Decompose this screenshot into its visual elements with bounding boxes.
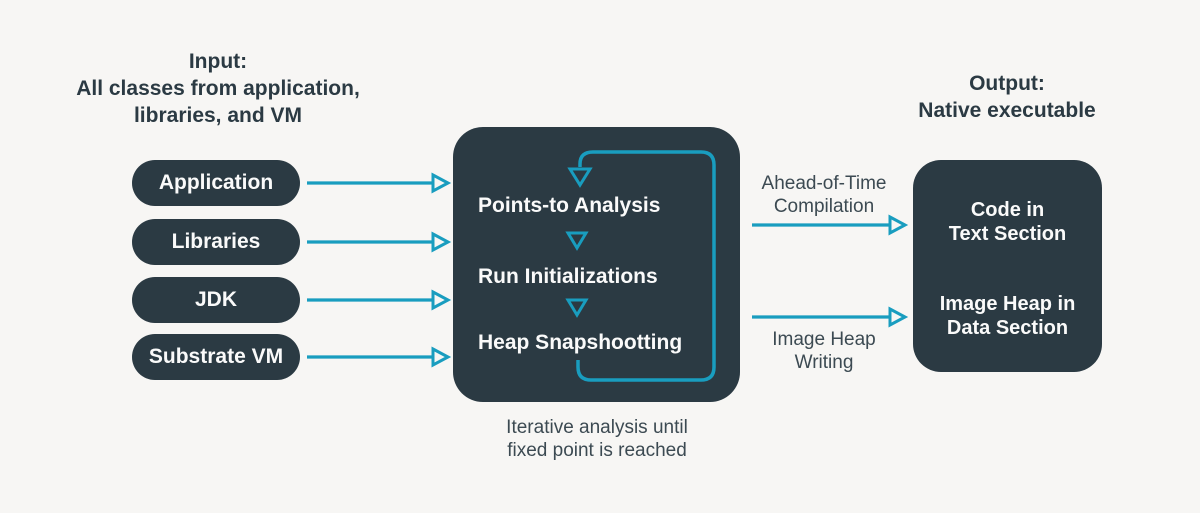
- output-heap-line1: Image Heap in: [939, 293, 1076, 315]
- arrow-application-to-analysis: [307, 172, 452, 194]
- output-code-text-section: Code in Text Section: [913, 198, 1102, 246]
- image-heap-writing-label-line2: Writing: [794, 352, 854, 373]
- analysis-step-points-to: Points-to Analysis: [478, 194, 661, 217]
- input-heading-line3: libraries, and VM: [133, 104, 303, 127]
- input-node-libraries: Libraries: [132, 219, 300, 265]
- input-node-jdk-label: JDK: [194, 288, 237, 311]
- image-heap-writing-label-line1: Image Heap: [772, 329, 876, 350]
- analysis-step-run-initializations: Run Initializations: [478, 265, 658, 288]
- output-code-line2: Text Section: [948, 223, 1067, 245]
- input-node-application: Application: [132, 160, 300, 206]
- input-node-substrate-vm-label: Substrate VM: [148, 345, 284, 368]
- arrow-substratevm-to-analysis: [307, 346, 452, 368]
- analysis-caption-line1: Iterative analysis until: [506, 417, 688, 438]
- aot-compilation-label-line1: Ahead-of-Time: [761, 173, 887, 194]
- analysis-step-heap-snapshootting: Heap Snapshootting: [478, 331, 683, 354]
- input-node-jdk: JDK: [132, 277, 300, 323]
- arrow-libraries-to-analysis: [307, 231, 452, 253]
- arrow-jdk-to-analysis: [307, 289, 452, 311]
- input-heading: Input: All classes from application, lib…: [38, 48, 398, 129]
- input-heading-line2: All classes from application,: [76, 77, 360, 100]
- output-heap-line2: Data Section: [946, 317, 1069, 339]
- output-code-line1: Code in: [970, 199, 1045, 221]
- analysis-caption-line2: fixed point is reached: [507, 440, 687, 461]
- image-heap-writing-label: Image Heap Writing: [744, 328, 904, 374]
- aot-compilation-label: Ahead-of-Time Compilation: [744, 172, 904, 218]
- input-node-application-label: Application: [158, 171, 274, 194]
- input-node-libraries-label: Libraries: [171, 230, 261, 253]
- output-heading-line2: Native executable: [918, 99, 1096, 122]
- output-node: [913, 160, 1102, 372]
- input-heading-line1: Input:: [188, 50, 248, 73]
- arrow-image-heap-writing: [752, 306, 909, 328]
- output-heading-line1: Output:: [969, 72, 1045, 95]
- aot-compilation-label-line2: Compilation: [773, 196, 875, 217]
- output-heading: Output: Native executable: [857, 70, 1157, 124]
- analysis-caption: Iterative analysis until fixed point is …: [447, 416, 747, 462]
- input-node-substrate-vm: Substrate VM: [132, 334, 300, 380]
- output-image-heap-data-section: Image Heap in Data Section: [913, 292, 1102, 340]
- arrow-aot-compilation: [752, 214, 909, 236]
